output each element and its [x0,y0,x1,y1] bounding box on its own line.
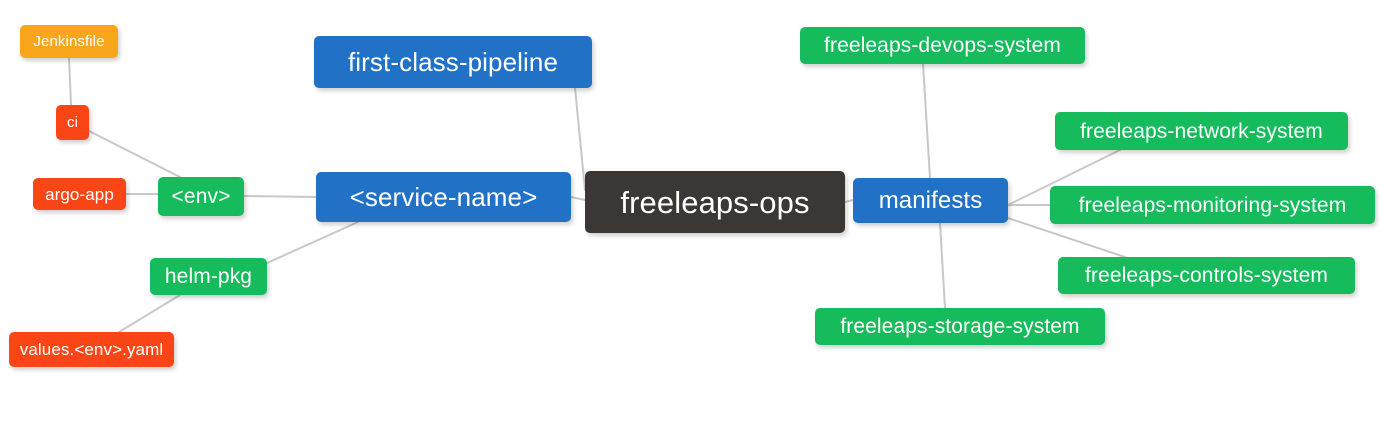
mindmap-node-jenkinsfile[interactable]: Jenkinsfile [20,25,118,58]
mindmap-node-freeleaps-controls-system[interactable]: freeleaps-controls-system [1058,257,1355,294]
mindmap-node-freeleaps-monitoring-system[interactable]: freeleaps-monitoring-system [1050,186,1375,224]
mindmap-node-freeleaps-devops-system[interactable]: freeleaps-devops-system [800,27,1085,64]
edge-root-to-first-class-pipeline [574,87,586,191]
mindmap-node-env[interactable]: <env> [158,177,244,216]
edge-helm-pkg-to-values-yaml [118,294,181,333]
mindmap-node-values-yaml[interactable]: values.<env>.yaml [9,332,174,367]
mindmap-node-argo-app[interactable]: argo-app [33,178,126,210]
mindmap-node-freeleaps-network-system[interactable]: freeleaps-network-system [1055,112,1348,150]
edge-manifests-to-freeleaps-devops-system [922,63,931,179]
mindmap-node-freeleaps-storage-system[interactable]: freeleaps-storage-system [815,308,1105,345]
mindmap-node-root[interactable]: freeleaps-ops [585,171,845,233]
mindmap-node-ci[interactable]: ci [56,105,89,140]
edge-ci-to-jenkinsfile [68,57,72,106]
mindmap-node-helm-pkg[interactable]: helm-pkg [150,258,267,295]
edge-service-name-to-env [243,195,317,198]
edge-manifests-to-freeleaps-storage-system [939,222,946,309]
edge-root-to-manifests [844,199,854,203]
mindmap-node-manifests[interactable]: manifests [853,178,1008,223]
edge-root-to-service-name [570,196,586,201]
edge-env-to-ci [88,130,181,178]
mindmap-node-service-name[interactable]: <service-name> [316,172,571,222]
mindmap-node-first-class-pipeline[interactable]: first-class-pipeline [314,36,592,88]
edge-service-name-to-helm-pkg [266,221,359,264]
